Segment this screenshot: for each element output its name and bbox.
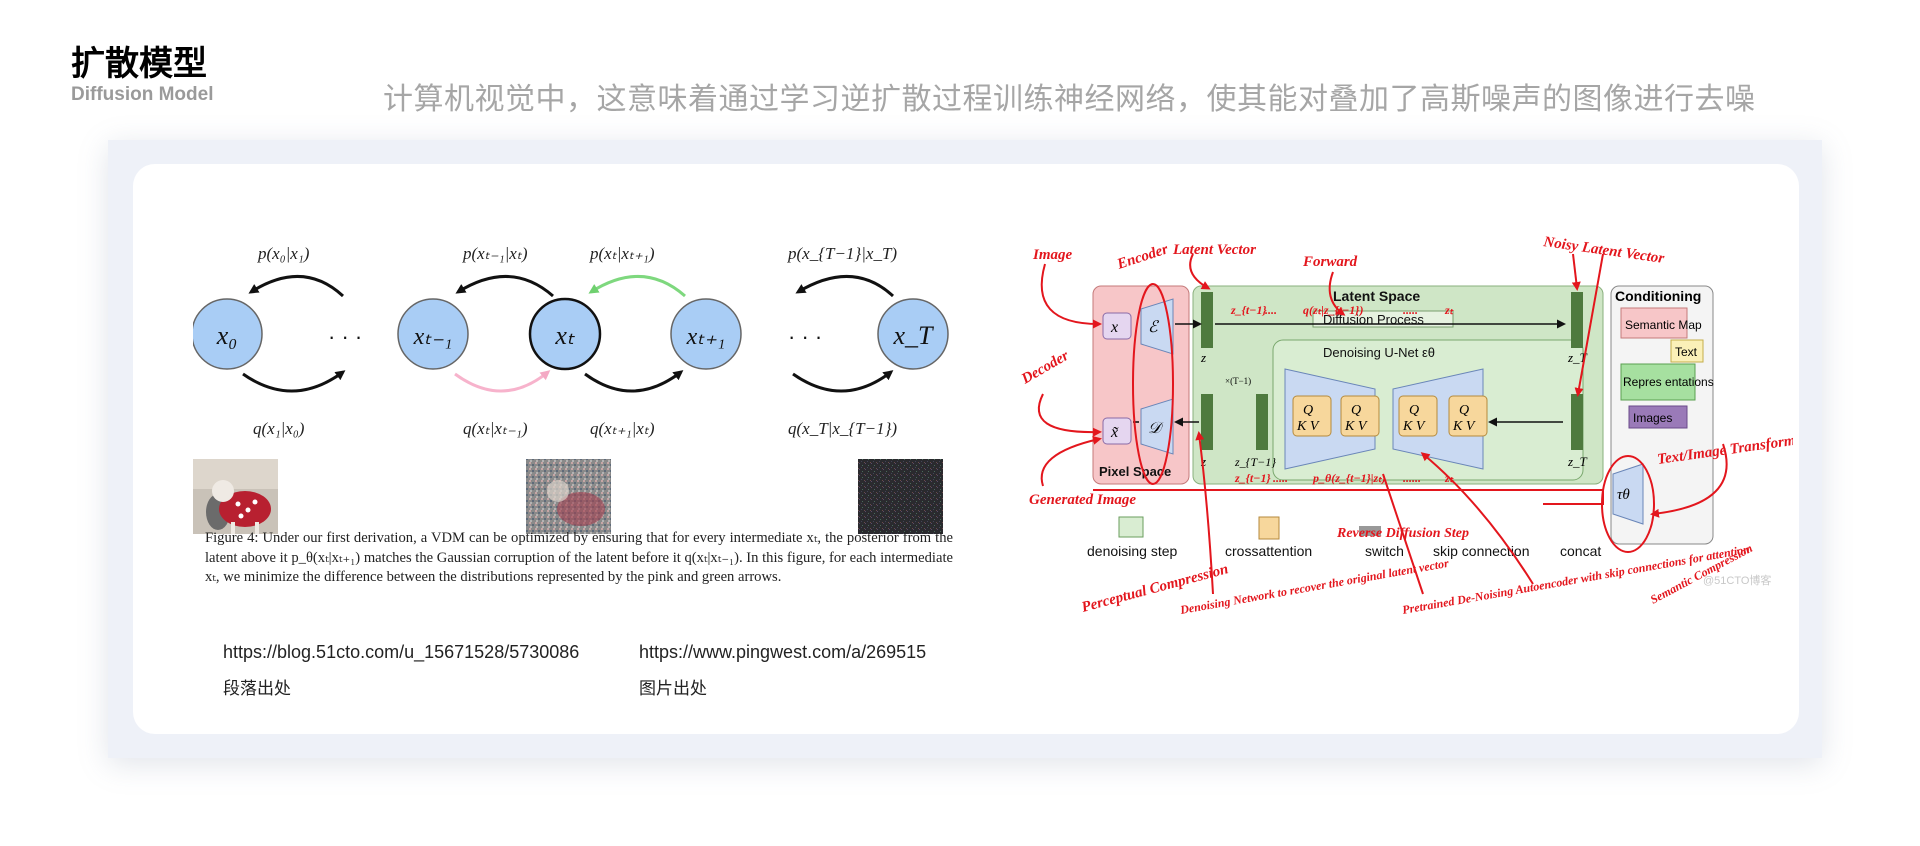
headline-text: 计算机视觉中，这意味着通过学习逆扩散过程训练神经网络，使其能对叠加了高斯噪声的图… — [383, 82, 1756, 117]
svg-text:Images: Images — [1633, 411, 1672, 425]
node-x0: x₀ — [193, 298, 263, 370]
arrow-q-x1 — [242, 370, 346, 393]
svg-text:Q: Q — [1459, 403, 1469, 418]
arrow-q-xt-pink — [454, 370, 551, 393]
content-card: p(x₀|x₁) p(xₜ₋₁|xₜ) p(xₜ|xₜ₊₁) p(x_{T−1}… — [133, 164, 1799, 734]
page-subtitle: Diffusion Model — [71, 84, 214, 105]
page-title: 扩散模型 — [71, 44, 207, 84]
svg-text:.....: ..... — [1403, 303, 1418, 317]
vdm-diagram: p(x₀|x₁) p(xₜ₋₁|xₜ) p(xₜ|xₜ₊₁) p(x_{T−1}… — [193, 244, 949, 534]
svg-text:𝒟: 𝒟 — [1148, 420, 1164, 437]
svg-text:z: z — [1200, 350, 1206, 365]
ldm-diagram: Pixel Space Latent Space Diffusion Proce… — [1018, 234, 1793, 617]
svg-text:Q: Q — [1409, 403, 1419, 418]
svg-text:×(T−1): ×(T−1) — [1225, 376, 1251, 386]
label-q-x1: q(x₁|x₀) — [253, 419, 305, 438]
anno-decoder: Decoder — [1018, 348, 1072, 388]
svg-text:......: ...... — [1403, 471, 1421, 485]
legend-switch: switch — [1365, 543, 1404, 559]
source-label-2: 图片出处 — [639, 679, 707, 699]
svg-text:ℰ: ℰ — [1148, 319, 1160, 336]
svg-text:Repres entations: Repres entations — [1623, 375, 1714, 389]
svg-text:p_θ(z_{t−1}|zₜ): p_θ(z_{t−1}|zₜ) — [1312, 471, 1386, 485]
svg-text:z_{t−1}: z_{t−1} — [1234, 471, 1271, 485]
svg-text:K V: K V — [1452, 419, 1476, 434]
arrow-q-xt+1 — [584, 370, 684, 393]
dog-image-clean — [193, 459, 278, 534]
legend-denoising-step: denoising step — [1087, 543, 1178, 559]
arrow-p-x0 — [248, 274, 345, 298]
svg-text:x₀: x₀ — [216, 321, 238, 350]
anno-generated: Generated Image — [1029, 492, 1136, 508]
arrow-p-xt-green — [588, 274, 686, 298]
ellipsis-1: · · · — [328, 324, 362, 349]
legend-crossattention: crossattention — [1225, 543, 1312, 559]
arrow-q-xT — [792, 370, 894, 393]
svg-text:K V: K V — [1402, 419, 1426, 434]
node-xt-1: xₜ₋₁ — [397, 298, 469, 370]
svg-text:Q: Q — [1303, 403, 1313, 418]
label-q-xt: q(xₜ|xₜ₋₁) — [463, 419, 528, 438]
svg-text:z_{t−1}: z_{t−1} — [1230, 303, 1267, 317]
svg-text:xₜ₋₁: xₜ₋₁ — [413, 324, 453, 350]
anno-forward: Forward — [1302, 254, 1358, 270]
svg-text:Semantic Map: Semantic Map — [1625, 318, 1702, 332]
svg-text:Text: Text — [1675, 345, 1698, 359]
node-xt: xₜ — [528, 297, 602, 371]
label-q-xT: q(x_T|x_{T−1}) — [788, 419, 897, 438]
svg-text:q(zₜ|z_{t−1}): q(zₜ|z_{t−1}) — [1303, 303, 1363, 317]
figure-caption: Figure 4: Under our first derivation, a … — [205, 530, 953, 585]
arrow-p-xt-1 — [455, 274, 554, 298]
svg-text:x_T: x_T — [893, 321, 935, 350]
label-p-x0: p(x₀|x₁) — [257, 244, 310, 263]
legend-concat: concat — [1560, 543, 1601, 559]
source-url-1[interactable]: https://blog.51cto.com/u_15671528/573008… — [223, 642, 580, 662]
svg-text:z_T: z_T — [1567, 350, 1588, 365]
svg-text:.....: ..... — [1273, 471, 1288, 485]
arrow-p-xT — [795, 274, 895, 298]
node-xT: x_T — [877, 298, 949, 370]
label-p-xT-1: p(x_{T−1}|x_T) — [787, 244, 897, 263]
svg-text:....: .... — [1265, 303, 1277, 317]
source-label-1: 段落出处 — [223, 679, 291, 699]
unet-label: Denoising U-Net εθ — [1323, 345, 1435, 360]
svg-text:τθ: τθ — [1617, 487, 1630, 503]
label-p-xt: p(xₜ|xₜ₊₁) — [589, 244, 655, 263]
conditioning-label: Conditioning — [1615, 288, 1701, 304]
watermark: @51CTO博客 — [1703, 573, 1771, 587]
qkv-blocks: QK V QK V QK V QK V — [1292, 395, 1488, 437]
anno-image: Image — [1032, 247, 1073, 263]
pixel-space-label: Pixel Space — [1099, 464, 1171, 479]
svg-text:x̃: x̃ — [1110, 424, 1119, 441]
svg-text:xₜ₊₁: xₜ₊₁ — [686, 324, 726, 350]
anno-noisy-latent: Noisy Latent Vector — [1541, 234, 1665, 267]
node-xt+1: xₜ₊₁ — [670, 298, 742, 370]
svg-text:Q: Q — [1351, 403, 1361, 418]
svg-text:K V: K V — [1344, 419, 1368, 434]
dog-image-noisy — [526, 459, 611, 534]
svg-text:z_{T−1}: z_{T−1} — [1234, 455, 1276, 469]
latent-space-label: Latent Space — [1333, 288, 1420, 304]
legend-skip-connection: skip connection — [1433, 543, 1530, 559]
noise-image — [858, 459, 943, 534]
label-q-xt+1: q(xₜ₊₁|xₜ) — [590, 419, 655, 438]
svg-text:K V: K V — [1296, 419, 1320, 434]
source-url-2[interactable]: https://www.pingwest.com/a/269515 — [639, 642, 927, 662]
svg-text:x: x — [1110, 319, 1118, 336]
svg-text:z_T: z_T — [1567, 454, 1588, 469]
anno-encoder: Encoder — [1114, 241, 1170, 273]
svg-text:zₜ: zₜ — [1444, 303, 1455, 317]
anno-latent-vector: Latent Vector — [1172, 242, 1256, 258]
svg-text:xₜ: xₜ — [554, 321, 576, 350]
label-p-xt-1: p(xₜ₋₁|xₜ) — [462, 244, 528, 263]
ellipsis-2: · · · — [788, 324, 822, 349]
